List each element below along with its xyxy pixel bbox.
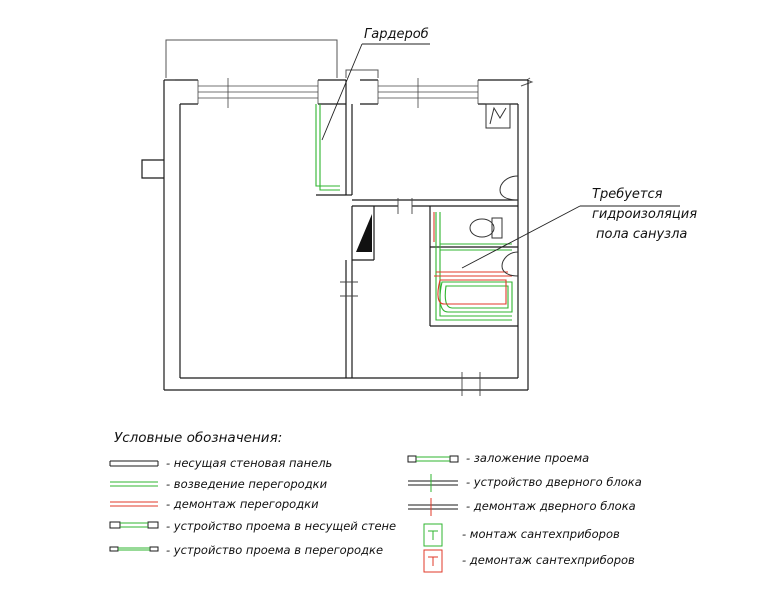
legend-symbol-demolish-plumbing — [423, 549, 443, 573]
new-partitions — [315, 104, 513, 321]
wardrobe-label: Гардероб — [364, 27, 429, 42]
balcony-outline — [165, 39, 534, 87]
interior-walls — [316, 104, 518, 378]
legend-left-item-3: - демонтаж перегородки — [166, 497, 319, 511]
waterproofing-line2: гидроизоляция — [592, 207, 697, 222]
legend-symbol-install-plumbing — [423, 523, 443, 547]
legend-left-item-5: - устройство проема в перегородке — [166, 543, 383, 557]
legend-right-item-1: - заложение проема — [466, 451, 589, 465]
windows — [197, 78, 479, 108]
legend-symbol-demolish-door — [408, 498, 458, 516]
niche-wedge — [356, 214, 372, 252]
fixtures — [469, 103, 519, 277]
leader-lines — [321, 43, 680, 269]
legend-right-item-2: - устройство дверного блока — [466, 475, 642, 489]
legend-right-item-4: - монтаж сантехприборов — [462, 527, 620, 541]
legend-symbol-install-door — [408, 474, 458, 492]
legend-left-item-2: - возведение перегородки — [166, 477, 328, 491]
legend-symbols-left — [109, 460, 159, 552]
legend-symbols-right — [407, 455, 459, 573]
demolition — [433, 212, 512, 305]
legend-symbol-opening-bearing — [109, 521, 159, 529]
legend-left-item-4: - устройство проема в несущей стене — [166, 519, 396, 533]
legend-symbol-close-opening — [407, 455, 459, 463]
legend-left-item-1: - несущая стеновая панель — [166, 456, 332, 470]
legend-symbol-demolish-partition — [110, 501, 158, 507]
legend-symbol-new-partition — [110, 481, 158, 487]
legend-symbol-bearing-wall — [109, 460, 159, 467]
legend-right-item-5: - демонтаж сантехприборов — [462, 553, 635, 567]
waterproofing-line1: Требуется — [592, 187, 663, 202]
door-marks — [340, 198, 481, 396]
exterior-walls — [141, 79, 529, 391]
legend-title: Условные обозначения: — [114, 430, 282, 446]
legend-right-item-3: - демонтаж дверного блока — [466, 499, 636, 513]
waterproofing-line3: пола санузла — [596, 227, 687, 242]
legend-symbol-opening-partition — [109, 546, 159, 552]
